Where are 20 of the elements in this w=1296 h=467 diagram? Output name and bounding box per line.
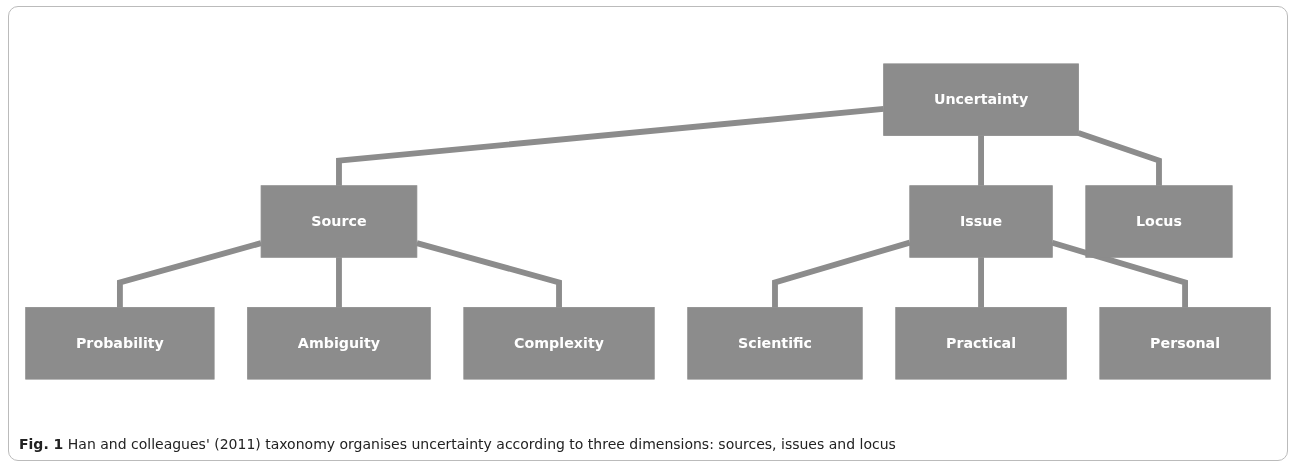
connector — [1051, 239, 1188, 308]
connector — [336, 106, 884, 186]
node-box: Complexity — [463, 307, 655, 380]
connector — [116, 240, 262, 308]
figure-caption: Fig. 1 Han and colleagues' (2011) taxonomy organises uncertainty according to three dimensions: sources, issues and locus — [19, 435, 897, 454]
connector — [1077, 130, 1162, 186]
node-box: Practical — [895, 307, 1067, 380]
connector — [978, 257, 984, 308]
connector — [416, 240, 562, 308]
node-box: Locus — [1085, 185, 1233, 258]
node-box: Scientific — [687, 307, 863, 380]
node-box: Personal — [1099, 307, 1271, 380]
node-box: Source — [260, 185, 418, 258]
node-box: Probability — [25, 307, 215, 380]
connector — [772, 239, 911, 308]
node-box: Ambiguity — [247, 307, 431, 380]
node-box: Issue — [909, 185, 1053, 258]
connector — [336, 257, 342, 308]
node-box: Uncertainty — [883, 63, 1079, 136]
connector — [978, 135, 984, 186]
